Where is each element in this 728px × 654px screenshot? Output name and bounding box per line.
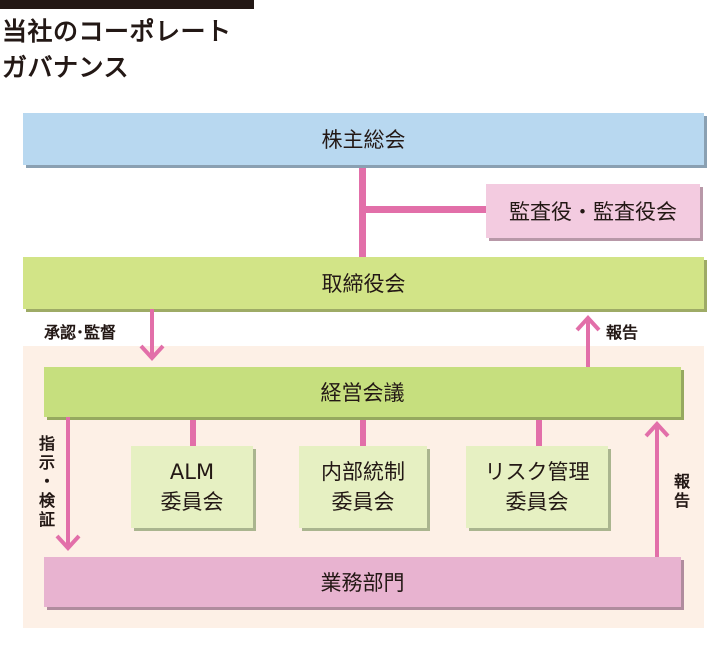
alm-committee-line-1: ALM — [169, 460, 215, 484]
instruct-verify-char-4: 検 — [38, 491, 55, 510]
connector-mgmt-ic — [360, 417, 366, 446]
management-meeting-label: 経営会議 — [320, 381, 405, 405]
instruct-verify-char-3: ・ — [38, 472, 55, 491]
shareholders-meeting-box: 株主総会 — [23, 113, 704, 165]
internal-control-committee-line-1: 内部統制 — [321, 460, 405, 484]
report-label-top: 報告 — [606, 323, 639, 342]
instruct-verify-char-2: 示 — [38, 453, 55, 472]
instruct-verify-label: 指 示 ・ 検 証 — [37, 434, 57, 529]
page-title: 当社のコーポレート ガバナンス — [2, 14, 232, 86]
business-departments-label: 業務部門 — [320, 571, 405, 595]
auditors-box: 監査役・監査役会 — [486, 184, 700, 238]
instruct-verify-char-5: 証 — [38, 510, 55, 529]
shareholders-meeting-label: 株主総会 — [321, 128, 406, 152]
risk-management-committee-line-1: リスク管理 — [484, 460, 590, 484]
internal-control-committee-box: 内部統制 委員会 — [299, 446, 427, 528]
connector-mgmt-risk — [536, 417, 542, 446]
instruct-verify-char-1: 指 — [38, 434, 55, 453]
management-meeting-box: 経営会議 — [44, 367, 681, 417]
connector-mgmt-alm — [190, 417, 196, 446]
approve-supervise-label: 承認･監督 — [44, 323, 117, 342]
business-departments-box: 業務部門 — [44, 557, 681, 607]
alm-committee-line-2: 委員会 — [160, 490, 224, 514]
title-rule — [0, 0, 254, 9]
auditors-label: 監査役・監査役会 — [509, 200, 677, 224]
board-of-directors-label: 取締役会 — [321, 272, 406, 296]
board-of-directors-box: 取締役会 — [23, 257, 704, 309]
report-label-side: 報 告 — [672, 472, 692, 510]
risk-management-committee-line-2: 委員会 — [505, 490, 569, 514]
internal-control-committee-line-2: 委員会 — [331, 490, 395, 514]
page-title-line-1: 当社のコーポレート — [2, 17, 232, 46]
report-side-char-2: 告 — [673, 491, 690, 510]
connector-auditors — [362, 206, 486, 213]
alm-committee-box: ALM 委員会 — [131, 446, 253, 528]
report-side-char-1: 報 — [673, 472, 690, 491]
risk-management-committee-box: リスク管理 委員会 — [466, 446, 608, 528]
page-title-line-2: ガバナンス — [2, 53, 130, 82]
